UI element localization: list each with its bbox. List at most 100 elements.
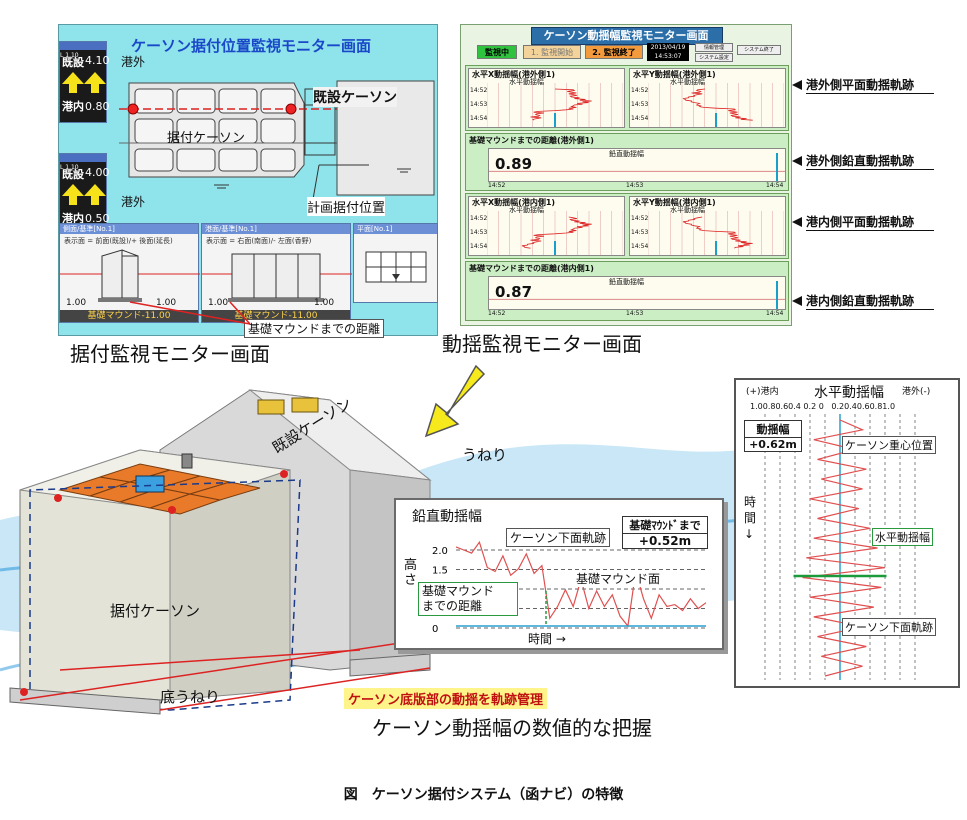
- time-tick: 14:53: [470, 229, 488, 236]
- up-arrow-icon: [84, 184, 106, 196]
- mini-bottom-label: 港内: [62, 100, 84, 113]
- mini-window-bottom[interactable]: L 1.10 既設 4.00 港内 0.50: [59, 153, 110, 235]
- callout-underline: [806, 93, 934, 94]
- front-right-value: 1.00: [314, 298, 335, 308]
- scene-caption: ケーソン動揺幅の数値的な把握: [372, 716, 652, 740]
- trajectory-highlight-label: ケーソン底版部の動揺を軌跡管理: [344, 688, 548, 709]
- outer-x-trace: [487, 83, 623, 127]
- time-tick: 14:52: [470, 215, 488, 222]
- mini-top-value: 4.00: [85, 166, 110, 179]
- inner-vertical-trace: [489, 281, 785, 309]
- inner-y-head: 水平Y動揺幅(港内側1): [633, 198, 716, 207]
- planned-position-label: 計画据付位置: [307, 197, 386, 216]
- outer-harbor-label-top: 港外: [121, 55, 146, 69]
- system-settings-button[interactable]: システム設定: [695, 53, 733, 62]
- front-view-drawing: [202, 253, 352, 302]
- plan-view-drawing: [119, 80, 435, 206]
- side-view-caption: 表示面 = 前面(既設)/+ 後面(延長): [64, 237, 173, 245]
- inner-vertical-panel: 基礎マウンドまでの距離(港内側1) 鉛直動揺幅 0.87 14:52 14:53…: [465, 261, 789, 321]
- callout-underline: [806, 230, 934, 231]
- swell-label: うねり: [462, 446, 508, 464]
- trace-line: [530, 88, 592, 121]
- inner-y-trace: [648, 211, 784, 255]
- inner-horizontal-panel: 水平X動揺幅(港内側1) 水平動揺幅 14:52 14:53 14:54 水平Y…: [465, 193, 789, 259]
- callout-arrow-icons: [792, 80, 802, 306]
- mini-window-bar: L 1.10: [60, 154, 106, 171]
- mound-distance-box: 基礎ﾏｳﾝﾄﾞまで +0.52m: [622, 516, 708, 549]
- mini-window-top[interactable]: L 1.10 既設 4.10 港内 0.80: [59, 41, 110, 123]
- time-tick: 14:54: [470, 243, 488, 250]
- system-exit-button[interactable]: システム終了: [737, 45, 781, 55]
- time-tick: 14:53: [631, 101, 649, 108]
- mound-box-value: +0.52m: [623, 533, 707, 548]
- vertical-trace-label: ケーソン下面軌跡: [506, 528, 611, 547]
- outer-x-head: 水平X動揺幅(港外側1): [472, 70, 556, 79]
- start-monitoring-button[interactable]: 1. 監視開始: [523, 45, 581, 59]
- sway-monitor-caption: 動揺監視モニター画面: [442, 332, 642, 356]
- stop-monitoring-button[interactable]: 2. 監視終了: [585, 45, 643, 59]
- sway-box-title: 動揺幅: [756, 423, 790, 436]
- outer-y-chart: 水平Y動揺幅(港外側1) 水平動揺幅 14:52 14:53 14:54: [629, 68, 786, 128]
- info-manage-button[interactable]: 情報管理: [695, 43, 733, 52]
- side-right-value: 1.00: [156, 298, 177, 308]
- date-text: 2013/04/19: [650, 44, 686, 51]
- inner-harbor-sign: (+)港内: [746, 387, 779, 397]
- callout-outer-horizontal: 港外側平面動揺軌跡: [806, 78, 915, 92]
- mound-box-title: 基礎ﾏｳﾝﾄﾞまで: [629, 519, 701, 532]
- time-tick: 14:53: [631, 229, 649, 236]
- trace-line: [521, 216, 592, 249]
- time-axis-label: 時 間 ↓: [744, 495, 757, 541]
- bottom-swell-label: 底うねり: [160, 688, 221, 706]
- outer-vertical-panel: 基礎マウンドまでの距離(港外側1) 鉛直動揺幅 0.89 14:52 14:53…: [465, 133, 789, 191]
- outer-vertical-sub: 鉛直動揺幅: [609, 150, 644, 158]
- center-of-gravity-label: ケーソン重心位置: [842, 436, 936, 454]
- plan-view-small-drawing: [365, 251, 427, 283]
- front-view-window-bar: 港面/基準[No.1]: [202, 224, 350, 234]
- caisson-3d-scene: [0, 389, 740, 715]
- time-tick: 14:54: [631, 115, 649, 122]
- inner-x-sub: 水平動揺幅: [509, 206, 544, 214]
- sway-title-bar: [531, 27, 723, 45]
- plan-view-window-bar: 平面[No.1]: [354, 224, 437, 234]
- mound-distance-label: 基礎マウンド までの距離: [418, 582, 518, 616]
- outer-harbor-sign: 港外(-): [902, 387, 931, 397]
- mound-callout-arrows: [129, 301, 251, 325]
- time-text: 14:53:07: [654, 53, 682, 60]
- existing-caisson-label: 既設ケーソン: [313, 87, 397, 107]
- side-view-window[interactable]: 側面/基準[No.1] 表示面 = 前面(既設)/+ 後面(延長) 1.00 1…: [59, 223, 200, 323]
- mini-window-bar: L 1.10: [60, 42, 106, 59]
- up-arrow-icon: [62, 72, 84, 84]
- placement-monitor-caption: 据付監視モニター画面: [70, 342, 270, 366]
- mini-bottom-value: 0.80: [85, 100, 110, 113]
- time-tick: 14:52: [470, 87, 488, 94]
- front-view-window[interactable]: 港面/基準[No.1] 表示面 = 右面(南面)/- 左面(香野) 1.00 1…: [201, 223, 352, 323]
- inner-y-sub: 水平動揺幅: [670, 206, 705, 214]
- plan-view-window[interactable]: 平面[No.1]: [353, 223, 438, 303]
- callout-underline: [806, 169, 934, 170]
- horizontal-chart-plot: [764, 414, 916, 680]
- outer-vertical-value: 0.89: [495, 155, 533, 173]
- callout-inner-horizontal: 港内側平面動揺軌跡: [806, 215, 915, 229]
- y-tick-label: 0: [432, 624, 438, 635]
- horizontal-sway-label: 水平動揺幅: [872, 528, 933, 546]
- time-tick: 14:53: [626, 182, 644, 189]
- mini-bottom-value: 0.50: [85, 212, 110, 225]
- time-tick: 14:52: [631, 87, 649, 94]
- horizontal-chart-axis: 1.00.80.60.4 0.2 0 0.20.40.60.81.0: [750, 402, 896, 411]
- inner-vertical-chart: 鉛直動揺幅 0.87: [488, 276, 786, 310]
- trace-line: [682, 88, 753, 121]
- vertical-sway-chart: 鉛直動揺幅 高さ 2.01.51.00.50 ケーソン下面軌跡 基礎ﾏｳﾝﾄﾞま…: [394, 498, 724, 650]
- outer-y-sub: 水平動揺幅: [670, 78, 705, 86]
- outer-harbor-label-bottom: 港外: [121, 195, 146, 209]
- monitoring-status-button[interactable]: 監視中: [477, 45, 517, 59]
- up-arrow-icon: [84, 72, 106, 84]
- mound-surface-label: 基礎マウンド面: [576, 570, 661, 587]
- inner-x-trace: [487, 211, 623, 255]
- inner-vertical-value: 0.87: [495, 283, 533, 301]
- time-tick: 14:53: [626, 310, 644, 317]
- y-tick-label: 2.0: [432, 546, 448, 557]
- outer-vertical-chart: 鉛直動揺幅 0.89: [488, 148, 786, 182]
- placed-caisson-label: 据付ケーソン: [167, 131, 246, 146]
- placement-monitor-screen: ケーソン据付位置監視モニター画面 L 1.10 既設 4.10 港内 0.80 …: [58, 24, 438, 336]
- datetime-display: 2013/04/19 14:53:07: [647, 43, 689, 61]
